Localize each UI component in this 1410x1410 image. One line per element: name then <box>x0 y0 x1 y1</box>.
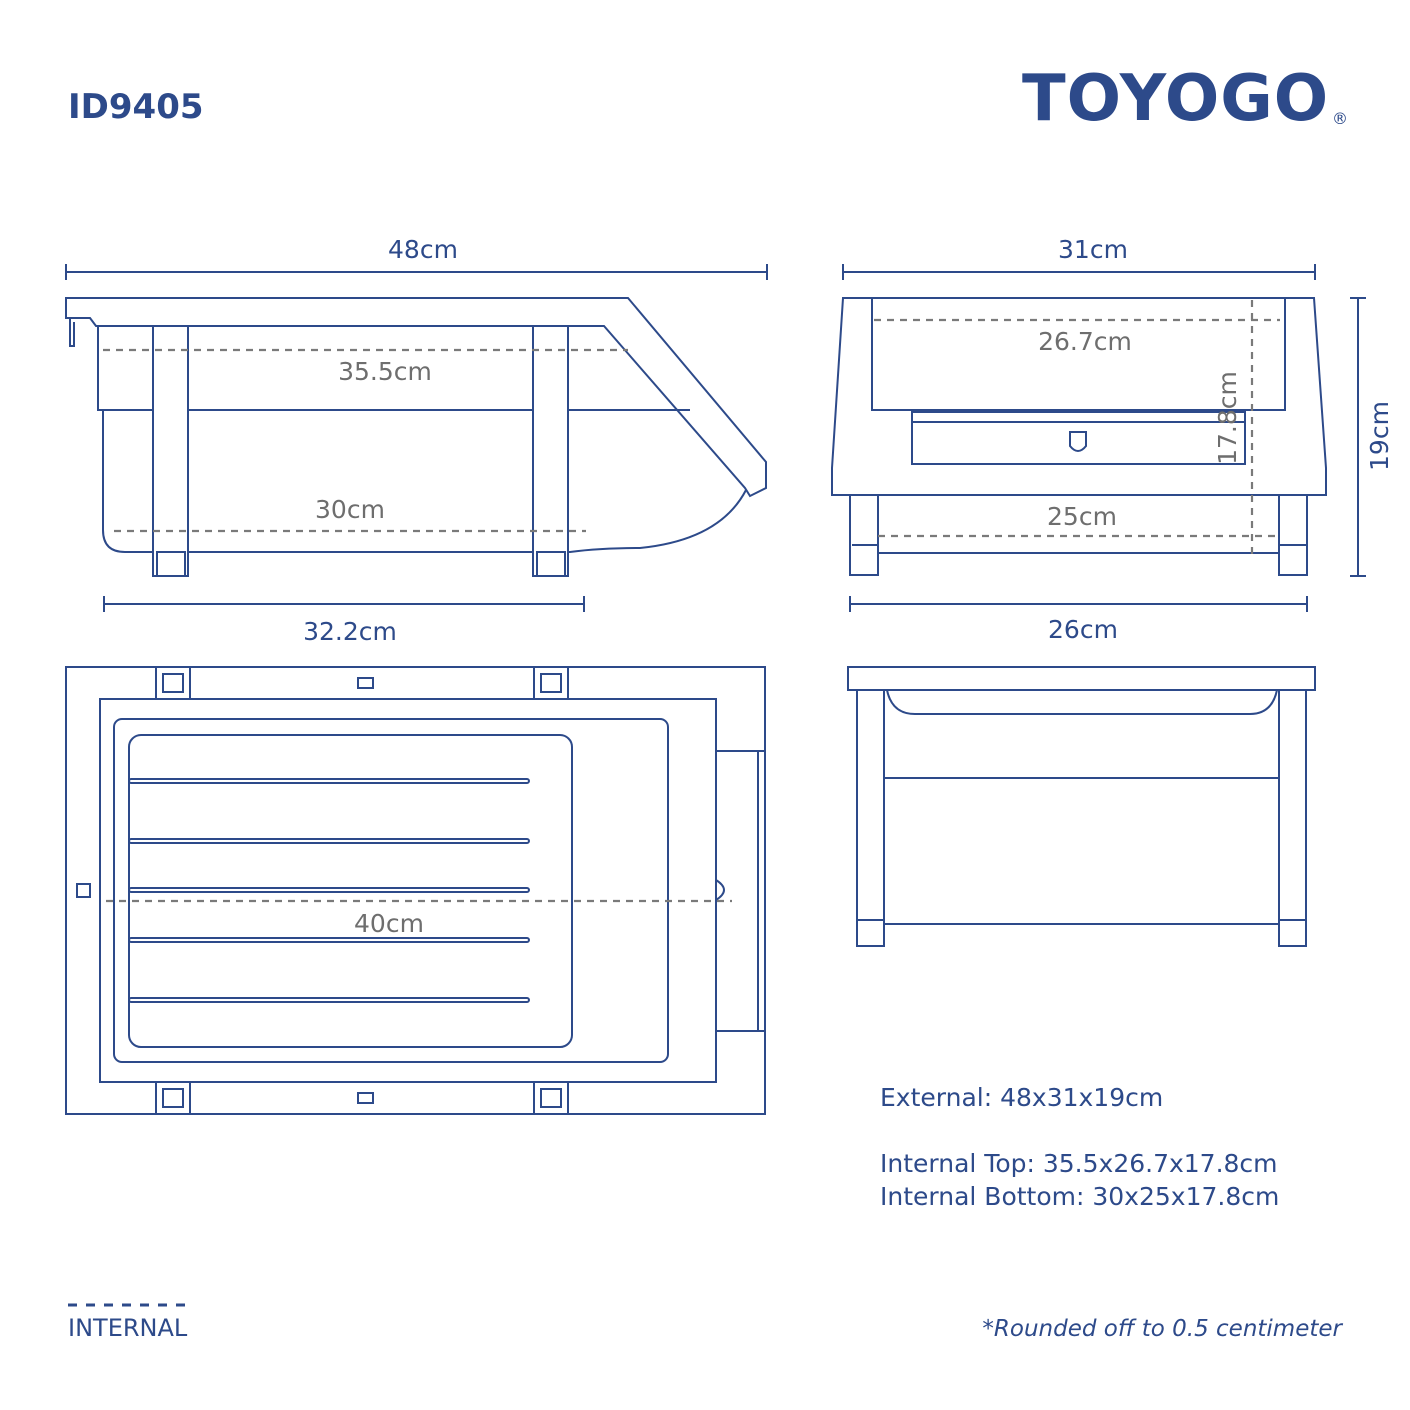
top-leg-mark <box>533 666 569 700</box>
dim-label-side-base: 32.2cm <box>303 617 397 646</box>
dim-label-side-internal-bottom: 30cm <box>315 495 385 524</box>
footnote: *Rounded off to 0.5 centimeter <box>982 1316 1343 1342</box>
label-notch-icon <box>1069 431 1087 452</box>
dim-label-top-internal-length: 40cm <box>354 909 424 938</box>
back-upper-body <box>876 690 1287 779</box>
top-leg-mark <box>155 1081 191 1115</box>
spec-internal-top: Internal Top: 35.5x26.7x17.8cm <box>880 1149 1278 1178</box>
back-view <box>847 666 1316 947</box>
side-view: 48cm 35.5cm 30cm 32.2cm <box>65 235 768 646</box>
front-label-slot <box>911 411 1246 465</box>
brand-logo: TOYOGO <box>1022 62 1329 136</box>
top-rib <box>128 778 530 784</box>
spec-internal-bottom: Internal Bottom: 30x25x17.8cm <box>880 1182 1279 1211</box>
top-leg-mark <box>533 1081 569 1115</box>
dim-label-side-length: 48cm <box>388 235 458 264</box>
front-leg-left <box>849 494 879 576</box>
top-rib <box>128 997 530 1003</box>
side-rim <box>65 297 767 498</box>
dim-label-front-internal-top: 26.7cm <box>1038 327 1132 356</box>
dim-label-front-internal-bottom: 25cm <box>1047 502 1117 531</box>
model-id: ID9405 <box>68 87 204 127</box>
top-rib <box>128 937 530 943</box>
registered-mark: ® <box>1332 109 1348 128</box>
top-inner-floor <box>113 718 669 1063</box>
side-leg-left <box>152 325 189 577</box>
back-leg-right <box>1278 689 1307 947</box>
top-leg-mark <box>155 666 191 700</box>
top-front-lip <box>715 750 766 1032</box>
back-rim <box>847 666 1316 691</box>
back-lower-body <box>880 777 1286 925</box>
top-rib <box>128 838 530 844</box>
dim-label-front-height: 19cm <box>1365 401 1394 471</box>
front-body <box>831 297 1327 496</box>
spec-external: External: 48x31x19cm <box>880 1083 1163 1112</box>
dim-label-front-base: 26cm <box>1048 615 1118 644</box>
dim-label-front-width: 31cm <box>1058 235 1128 264</box>
dim-label-front-internal-height: 17.8cm <box>1213 371 1242 465</box>
side-leg-right <box>532 325 569 577</box>
front-view: 31cm 26.7cm 17.8cm 25cm 19cm 26cm <box>831 235 1394 644</box>
back-leg-left <box>856 689 885 947</box>
front-leg-right <box>1278 494 1308 576</box>
legend-internal-label: INTERNAL <box>68 1314 188 1342</box>
top-view: 40cm <box>65 666 766 1115</box>
side-body <box>97 326 747 553</box>
top-inner-body <box>99 698 717 1083</box>
dim-label-side-internal-top: 35.5cm <box>338 357 432 386</box>
top-rib <box>128 887 530 893</box>
